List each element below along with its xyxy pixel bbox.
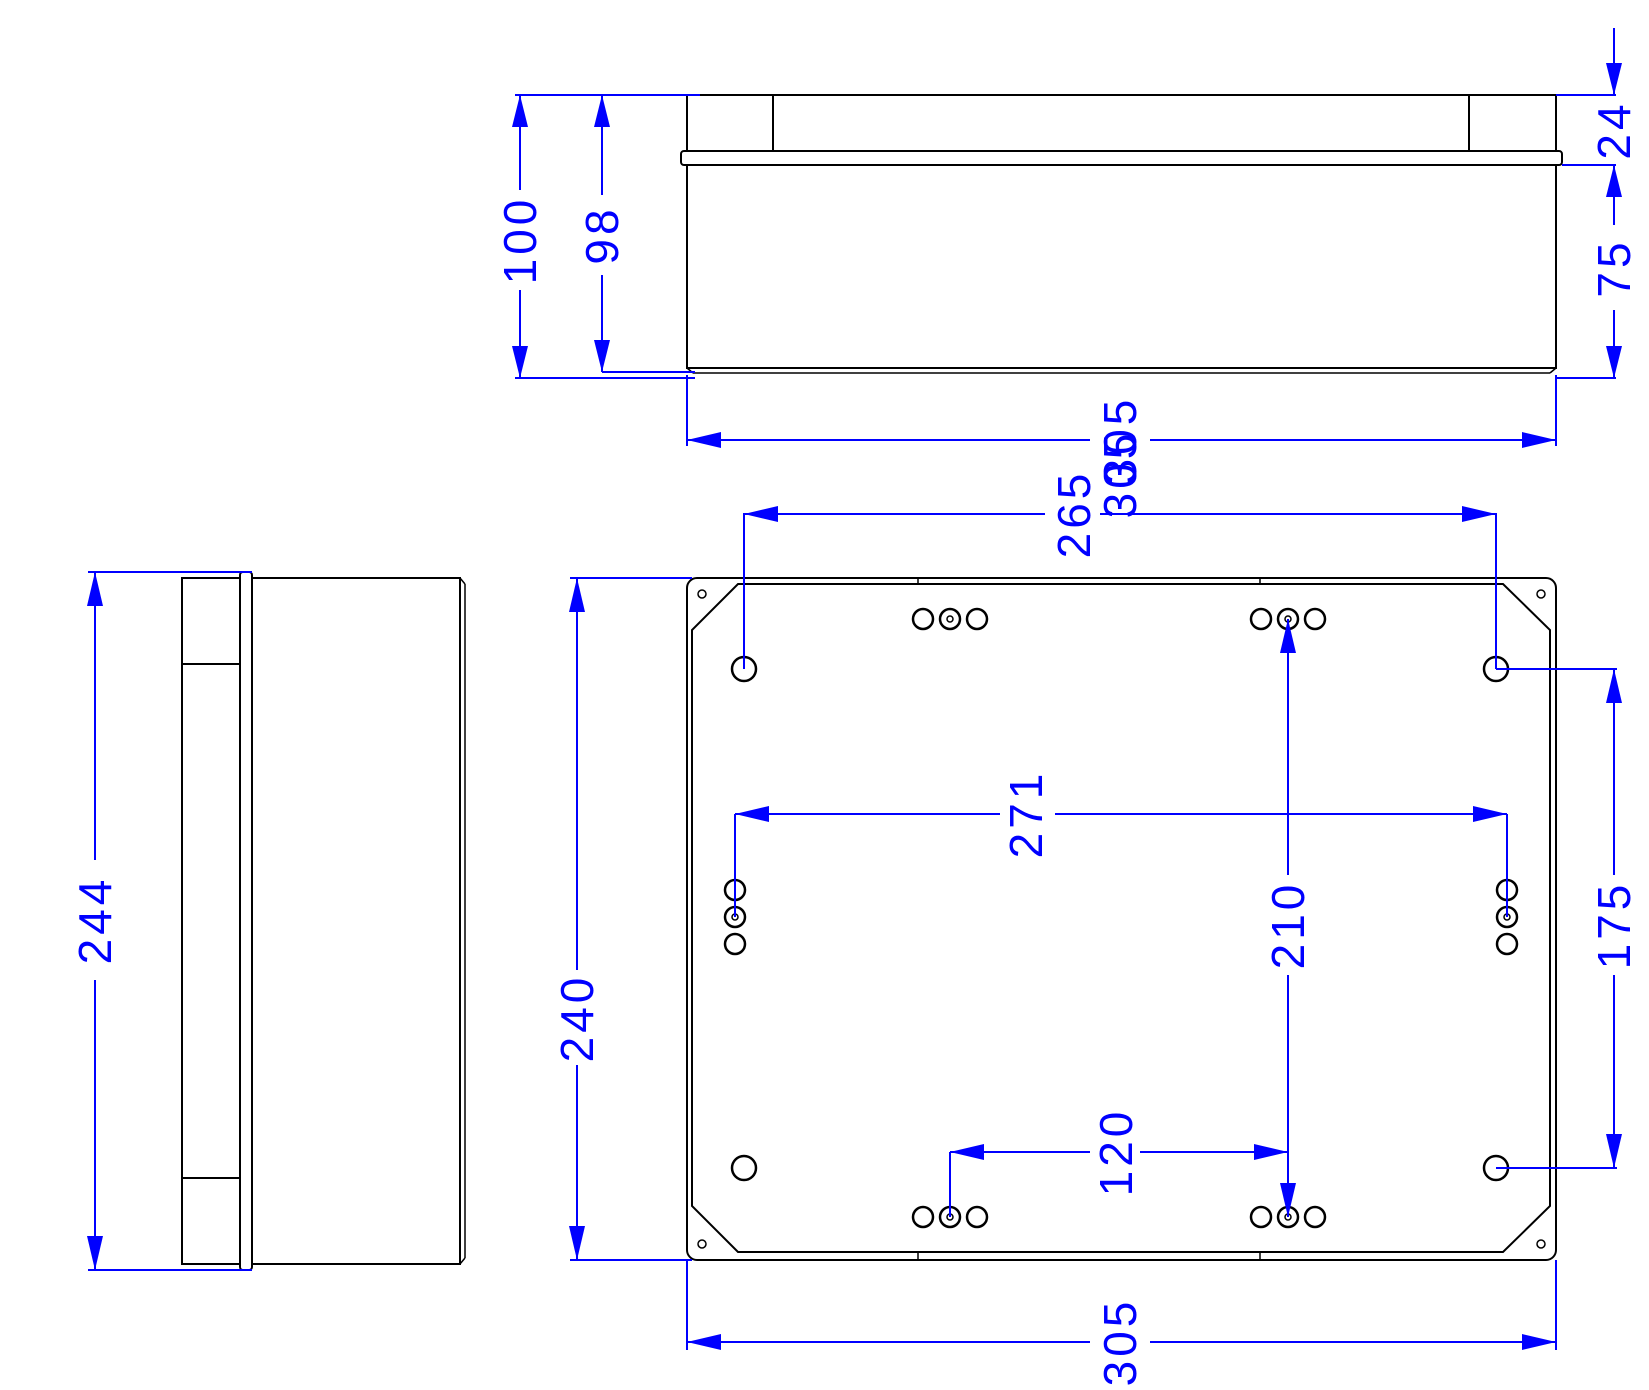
mount-hole-bl (730, 1154, 758, 1182)
dim-label-175: 175 (1588, 881, 1640, 970)
plan-dim-265: 265 (743, 470, 1497, 669)
dim-label-75: 75 (1588, 238, 1640, 297)
corner-screw-br (1536, 1239, 1546, 1249)
side-seal-band (239, 571, 253, 1271)
dim-label-210: 210 (1262, 881, 1314, 970)
front-seal-band (680, 150, 1563, 166)
front-dim-98: 98 (576, 95, 695, 373)
plan-dim-top-305: 305 (1094, 430, 1146, 519)
dim-label-98: 98 (576, 205, 628, 264)
front-dim-75: 75 (1556, 165, 1640, 379)
front-lid-outline (686, 94, 1557, 152)
plan-dim-bottom-305: 305 (686, 1260, 1557, 1387)
dim-label-24: 24 (1588, 100, 1640, 159)
side-dim-244: 244 (69, 571, 252, 1271)
corner-screw-bl (697, 1239, 707, 1249)
plan-outer-outline (686, 577, 1557, 1261)
side-base-outline (251, 577, 461, 1265)
corner-screw-tl (697, 589, 707, 599)
dim-label-244: 244 (69, 876, 121, 965)
plan-inner-outline (691, 583, 1551, 1253)
boss-group-top-left (911, 607, 989, 631)
dim-label-240: 240 (551, 974, 603, 1063)
plan-dim-240: 240 (551, 577, 692, 1261)
dim-label-plan-top-305: 305 (1094, 430, 1146, 519)
dim-label-front-305: 305 (1094, 396, 1146, 485)
plan-dim-271: 271 (734, 770, 1508, 917)
side-view (181, 571, 466, 1271)
dim-label-265: 265 (1048, 470, 1100, 559)
front-dim-24: 24 (1556, 28, 1640, 166)
front-dim-100: 100 (494, 94, 700, 379)
side-lid-outline (181, 577, 241, 1265)
front-view (680, 94, 1563, 374)
dim-label-plan-bottom-305: 305 (1094, 1298, 1146, 1387)
dim-label-100: 100 (494, 196, 546, 285)
front-base-outline (686, 164, 1557, 369)
plan-dim-175: 175 (1496, 668, 1640, 1169)
dim-label-271: 271 (1000, 770, 1052, 859)
front-base-foot-right (1549, 367, 1557, 374)
plan-dim-210: 210 (1262, 619, 1314, 1217)
plan-dim-120: 120 (949, 1108, 1288, 1217)
corner-screw-tr (1536, 589, 1546, 599)
front-dim-305: 305 (686, 375, 1557, 485)
plan-view (686, 577, 1557, 1261)
dim-label-120: 120 (1090, 1108, 1142, 1197)
boss-group-bottom-right (1249, 1205, 1327, 1229)
